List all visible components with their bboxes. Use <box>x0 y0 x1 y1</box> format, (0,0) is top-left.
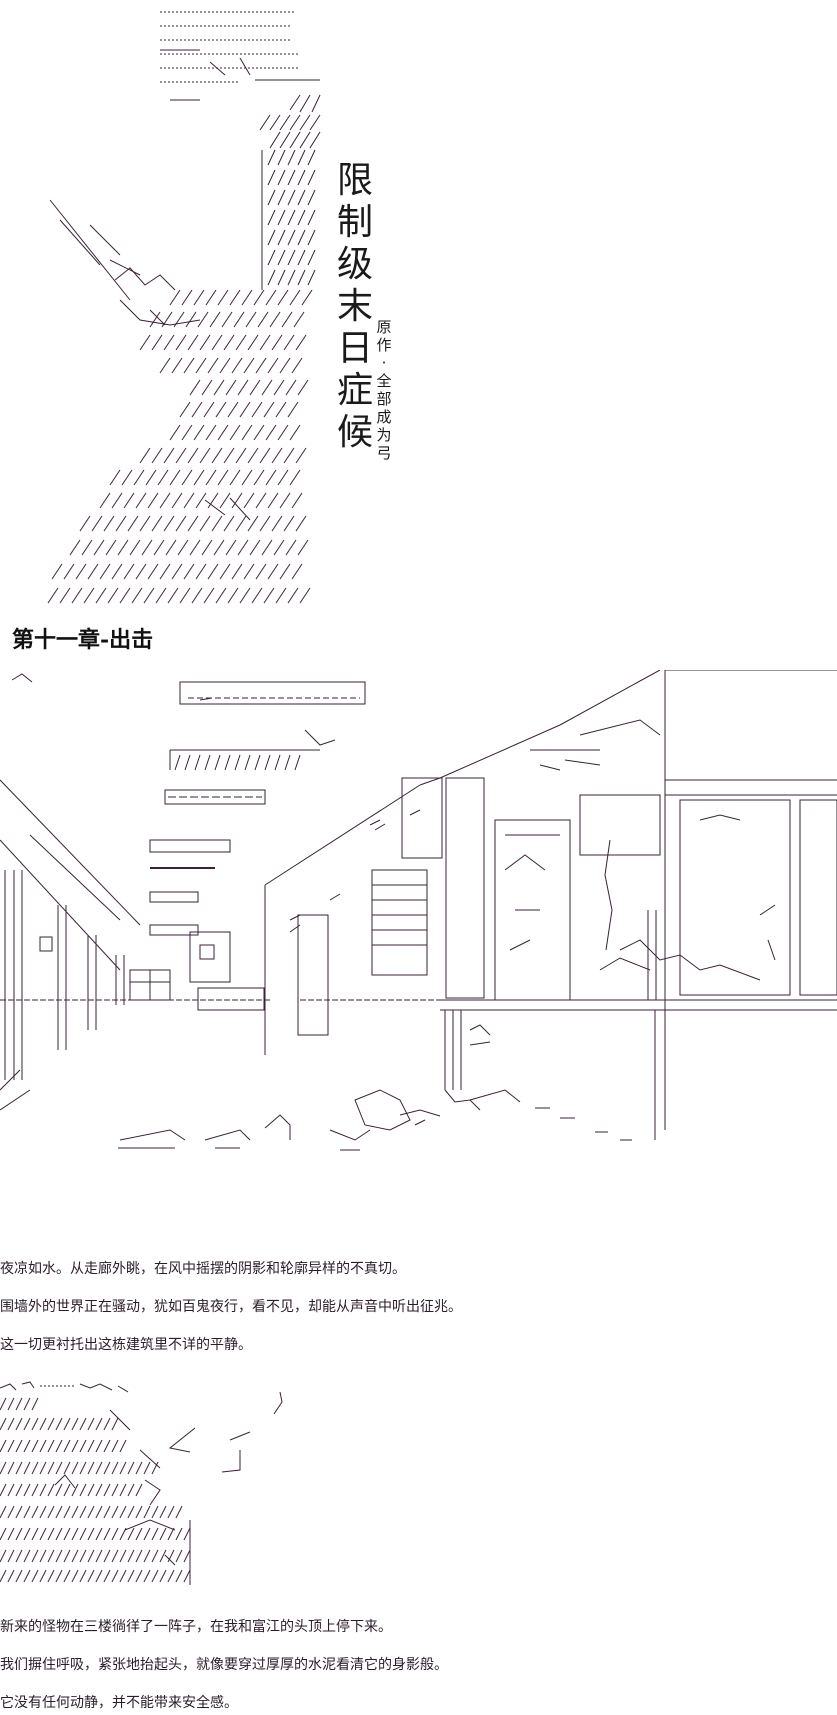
cover-illustration <box>0 0 330 610</box>
title-char: 症 <box>336 370 373 411</box>
author-credit: 原 作 · 全 部 成 为 弓 <box>374 318 394 462</box>
credit-char: 弓 <box>376 444 392 462</box>
credit-char: · <box>381 354 387 372</box>
paragraph: 我们摒住呼吸，紧张地抬起头，就像要穿过厚厚的水泥看清它的身影般。 <box>0 1657 448 1673</box>
credit-char: 为 <box>376 426 392 444</box>
title-char: 候 <box>336 412 373 453</box>
monster-illustration <box>0 1380 320 1590</box>
paragraph: 它没有任何动静，并不能带来安全感。 <box>0 1695 238 1711</box>
paragraph: 这一切更衬托出这栋建筑里不详的平静。 <box>0 1337 252 1353</box>
credit-char: 成 <box>376 408 392 426</box>
credit-char: 部 <box>376 390 392 408</box>
title-char: 日 <box>336 328 373 369</box>
corridor-illustration <box>0 670 837 1240</box>
paragraph: 围墙外的世界正在骚动，犹如百鬼夜行，看不见，却能从声音中听出征兆。 <box>0 1299 462 1315</box>
chapter-title: 第十一章-出击 <box>12 627 154 653</box>
title-char: 限 <box>336 160 373 201</box>
paragraph: 新来的怪物在三楼徜徉了一阵子，在我和富江的头顶上停下来。 <box>0 1619 392 1635</box>
vertical-title: 限 制 级 末 日 症 候 <box>330 160 380 454</box>
credit-char: 原 <box>376 318 392 336</box>
credit-char: 作 <box>376 336 392 354</box>
title-char: 制 <box>336 202 373 243</box>
title-char: 末 <box>336 286 373 327</box>
title-char: 级 <box>336 244 373 285</box>
paragraph: 夜凉如水。从走廊外眺，在风中摇摆的阴影和轮廓异样的不真切。 <box>0 1261 406 1277</box>
credit-char: 全 <box>376 372 392 390</box>
